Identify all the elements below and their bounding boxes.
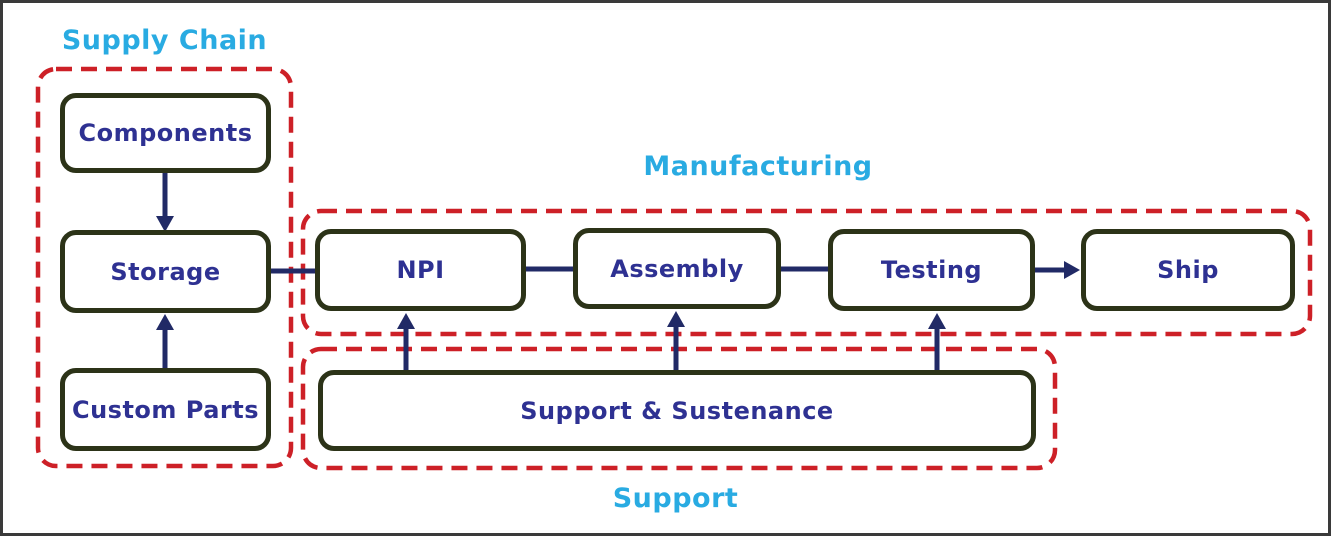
arrowhead-custom-parts-storage [156,314,174,330]
support-region-outline [300,346,1058,471]
node-components: Components [60,93,271,173]
arrowhead-components-storage [156,216,174,232]
arrowhead-testing-ship [1064,261,1080,279]
node-support-sustenance: Support & Sustenance [318,370,1036,451]
arrowhead-support-testing [928,313,946,329]
arrowhead-support-assembly [667,311,685,327]
node-ship: Ship [1081,229,1295,311]
node-testing: Testing [828,229,1035,311]
supply-chain-region-outline [35,66,294,469]
node-custom-parts: Custom Parts [60,368,271,451]
support-region-label: Support [612,483,739,514]
supply-chain-region-label: Supply Chain [61,25,268,56]
node-assembly: Assembly [573,228,781,309]
node-npi: NPI [315,229,526,311]
node-storage: Storage [60,230,271,313]
manufacturing-region-label: Manufacturing [643,151,873,182]
arrowhead-support-npi [397,313,415,329]
diagram-overlay [35,66,1313,471]
